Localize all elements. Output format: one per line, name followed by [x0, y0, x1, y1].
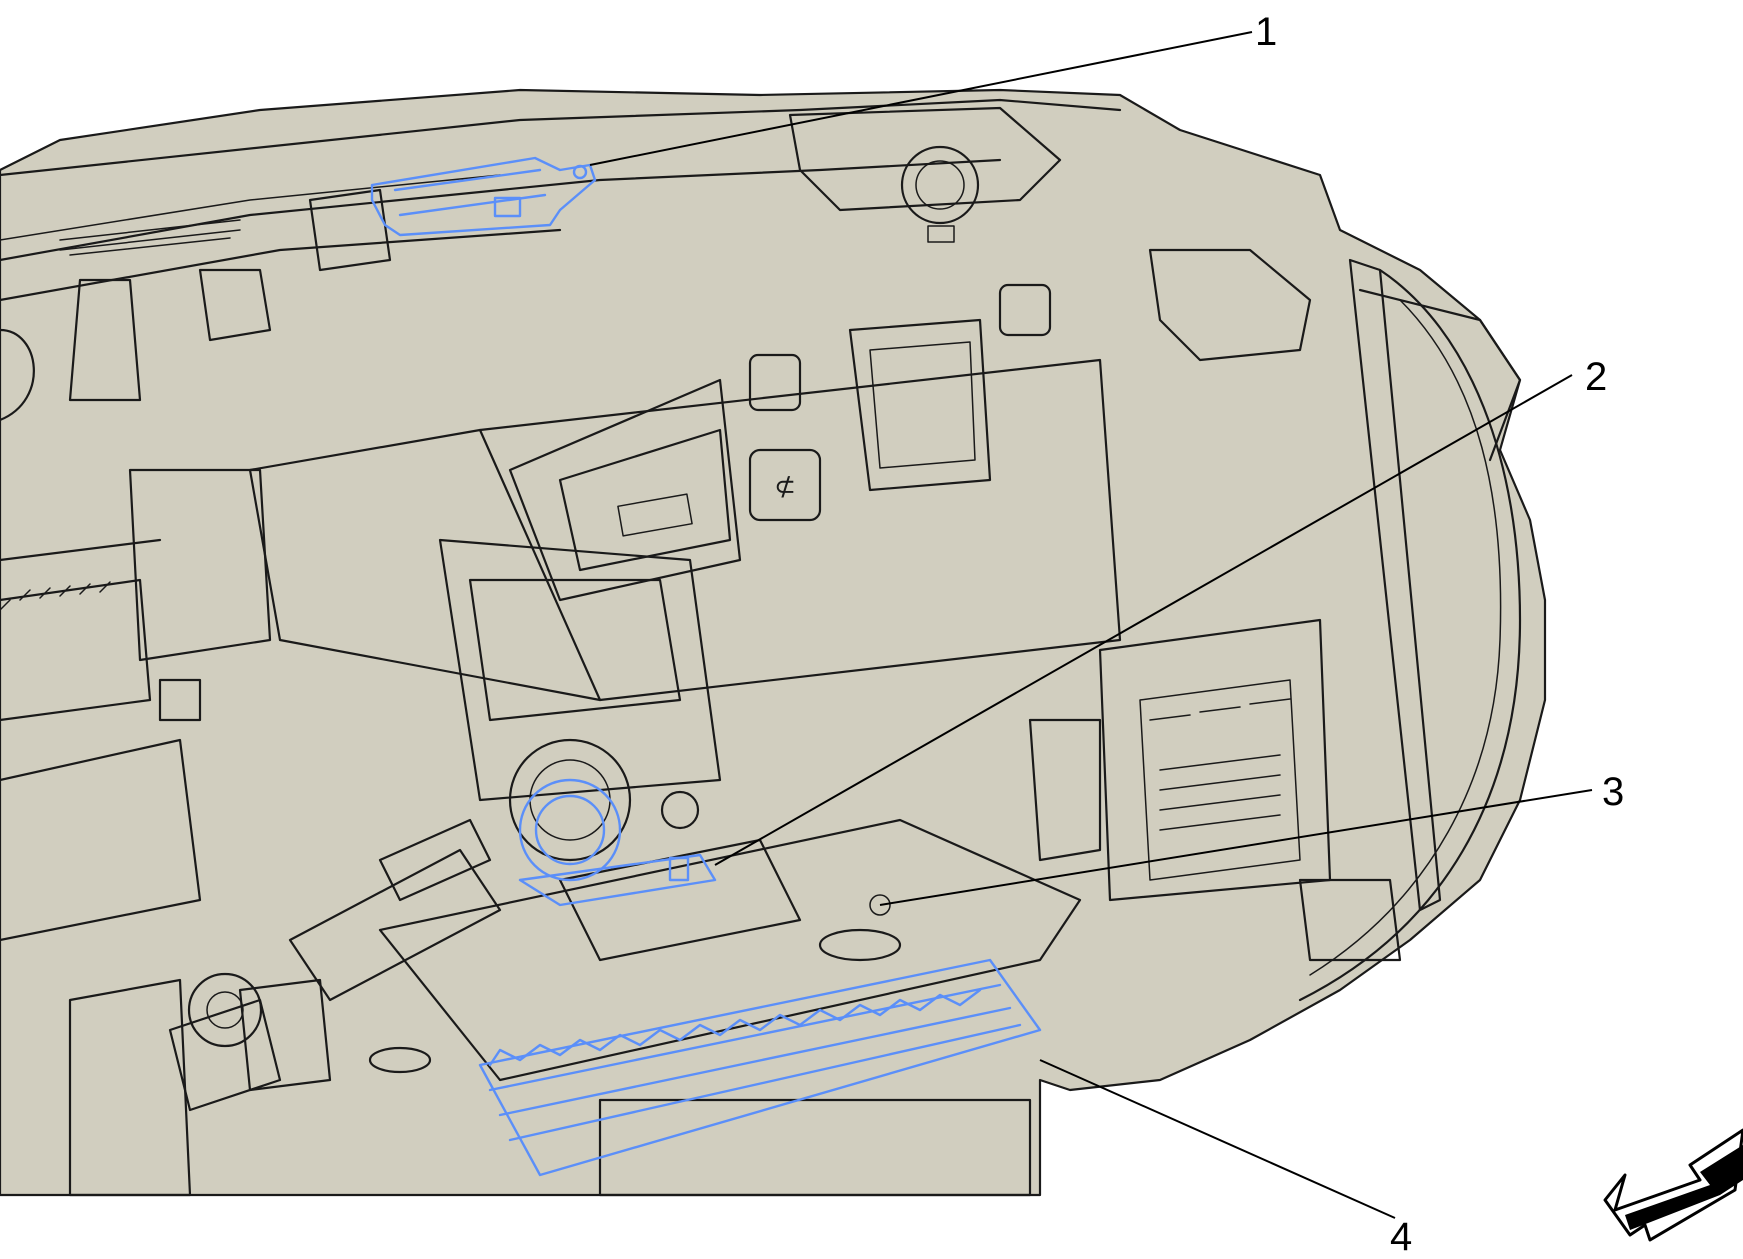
- highlighted-upper-module: [370, 156, 597, 237]
- left-side-structure: [0, 468, 332, 1197]
- highlighted-column-bracket: [518, 778, 717, 907]
- leader-line-4: [1039, 1059, 1396, 1219]
- lower-panel: [368, 818, 1082, 1197]
- leader-line-3: [879, 789, 1593, 906]
- leader-line-2: [714, 374, 1573, 866]
- callout-2: 2: [1585, 355, 1607, 399]
- instrument-panel-body: [0, 88, 1547, 1197]
- steering-column: [168, 538, 722, 1112]
- callout-3: 3: [1602, 770, 1624, 814]
- upper-dash-structure: [0, 98, 1312, 422]
- callout-4: 4: [1390, 1215, 1412, 1259]
- callout-labels: 1 2 3 4: [1255, 10, 1624, 1259]
- leader-line-1: [589, 31, 1253, 166]
- fuse-block: [1028, 618, 1402, 962]
- front-direction-arrow-icon: [1603, 1128, 1743, 1242]
- leader-lines: [589, 31, 1593, 1219]
- callout-1: 1: [1255, 10, 1277, 54]
- svg-text:⊄: ⊄: [774, 471, 796, 501]
- highlighted-lower-module: [478, 958, 1042, 1177]
